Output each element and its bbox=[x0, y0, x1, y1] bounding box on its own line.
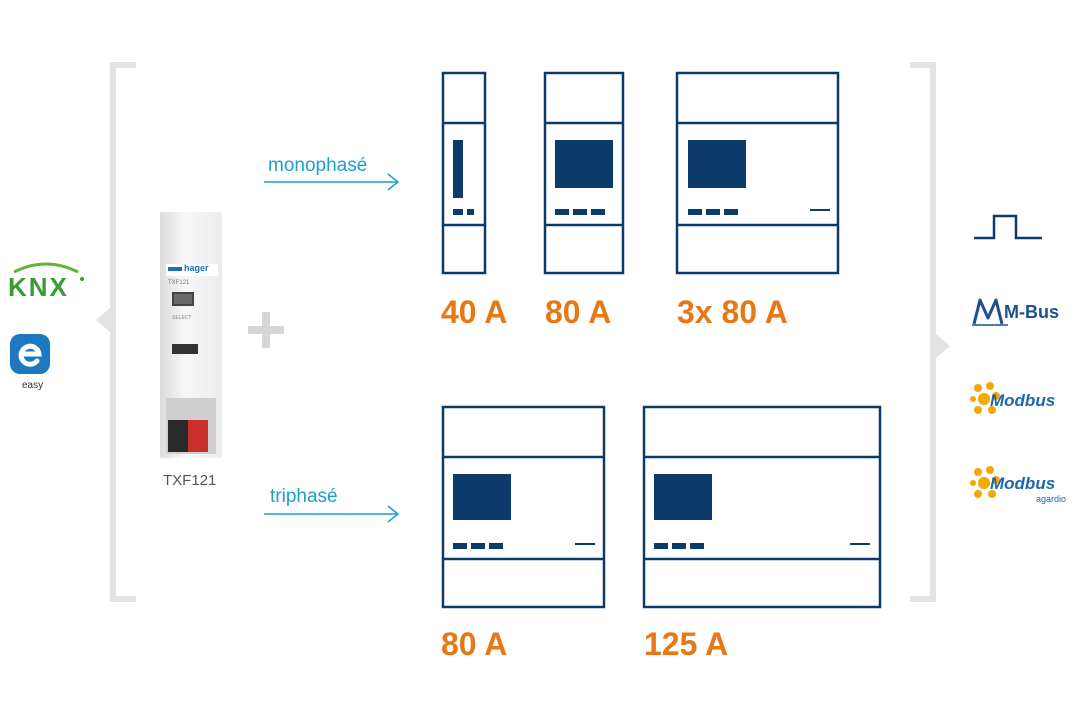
right-bracket bbox=[910, 62, 936, 602]
meter-125a-body bbox=[642, 405, 882, 609]
agardio-label: agardio bbox=[1036, 494, 1066, 504]
mbus-logo-icon: M-Bus bbox=[972, 298, 1059, 326]
select-button[interactable] bbox=[172, 292, 194, 306]
mbus-logo-text: M-Bus bbox=[1004, 302, 1059, 322]
device-model-label: TXF121 bbox=[168, 280, 190, 286]
triphase-arrow-icon bbox=[264, 505, 400, 523]
modbus-logo-icon: Modbus bbox=[970, 382, 1055, 414]
plus-icon bbox=[248, 312, 284, 348]
bus-terminal-red bbox=[188, 420, 208, 452]
meter-40a-body bbox=[441, 71, 487, 275]
meter-80a-mono-body bbox=[543, 71, 625, 275]
bus-terminal-black bbox=[168, 420, 188, 452]
right-bracket-notch bbox=[936, 334, 950, 358]
select-button-label: SELECT bbox=[172, 315, 192, 321]
hager-brand: hager bbox=[184, 263, 209, 273]
modbus-agardio-logo-icon: Modbus agardio bbox=[970, 466, 1066, 504]
rating-mono-40a: 40 A bbox=[441, 294, 508, 330]
device-caption: TXF121 bbox=[163, 472, 217, 489]
modbus-agardio-logo-text: Modbus bbox=[990, 474, 1055, 493]
left-bracket bbox=[110, 62, 136, 602]
monophase-label: monophasé bbox=[268, 155, 368, 176]
tri-meters-graphic bbox=[441, 405, 882, 609]
easy-logo-icon bbox=[10, 334, 50, 374]
monophase-arrow-icon bbox=[264, 173, 400, 191]
rating-mono-3x80a: 3x 80 A bbox=[677, 294, 788, 330]
triphase-label: triphasé bbox=[270, 486, 338, 507]
meter-80a-tri-body bbox=[441, 405, 606, 609]
left-bracket-notch bbox=[96, 308, 110, 332]
rating-mono-80a: 80 A bbox=[545, 294, 612, 330]
knx-logo: KNX bbox=[8, 262, 84, 300]
meter-3x80a-body bbox=[675, 71, 840, 275]
status-led-window bbox=[172, 344, 198, 354]
mono-meters-graphic bbox=[441, 71, 840, 275]
modbus-logo-text: Modbus bbox=[990, 391, 1055, 410]
txf121-device: hager TXF121 SELECT bbox=[160, 212, 222, 458]
knx-logo-text: KNX bbox=[8, 272, 69, 300]
easy-label: easy bbox=[22, 380, 44, 391]
pulse-icon bbox=[974, 214, 1042, 240]
rating-tri-125a: 125 A bbox=[644, 626, 729, 662]
rating-tri-80a: 80 A bbox=[441, 626, 508, 662]
